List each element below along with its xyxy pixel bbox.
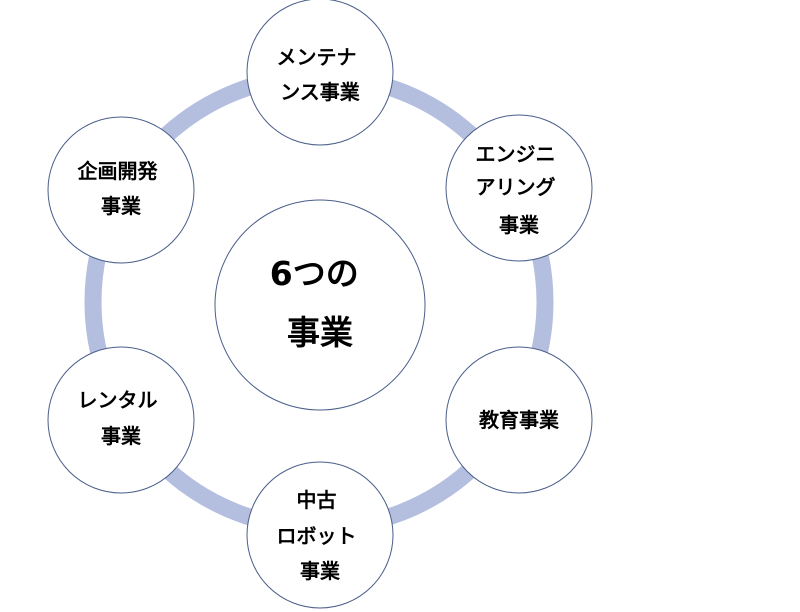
svg-text:中古 ロボット 事業: 中古 ロボット 事業 <box>277 488 364 583</box>
node-education-circle <box>445 346 593 494</box>
svg-text:メンテナ ンス事業: メンテナ ンス事業 <box>277 45 364 104</box>
center-circle <box>214 199 426 411</box>
center-node: 6つの 事業 <box>214 199 426 411</box>
svg-text:エンジニ アリング 事業: エンジニ アリング 事業 <box>476 142 563 237</box>
node-rental-line-2: 事業 <box>101 424 142 448</box>
node-engineering-line-2: アリング <box>476 175 556 199</box>
node-rental-line-1: レンタル <box>78 388 158 412</box>
node-maintenance: メンテナ ンス事業 <box>246 0 394 146</box>
node-planning-development-line-1: 企画開発 <box>77 159 159 183</box>
node-rental: レンタル 事業 <box>47 346 195 494</box>
node-engineering-line-3: 事業 <box>499 213 540 237</box>
svg-text:レンタル 事業: レンタル 事業 <box>78 388 165 448</box>
node-used-robots-circle <box>246 461 394 609</box>
node-rental-circle <box>47 346 195 494</box>
node-used-robots: 中古 ロボット 事業 <box>246 461 394 609</box>
node-used-robots-line-1: 中古 <box>297 488 337 512</box>
node-engineering-circle <box>445 114 593 262</box>
node-planning-development: 企画開発 事業 <box>47 116 195 264</box>
node-maintenance-line-2: ンス事業 <box>280 80 361 104</box>
node-maintenance-circle <box>246 0 394 146</box>
node-planning-development-line-2: 事業 <box>101 194 142 218</box>
node-used-robots-line-2: ロボット <box>277 524 357 548</box>
node-used-robots-line-3: 事業 <box>300 559 341 583</box>
center-label-line-1: 6つの <box>270 254 359 293</box>
center-label-line-2: 事業 <box>287 313 353 352</box>
node-engineering-line-1: エンジニ <box>476 142 556 166</box>
svg-text:企画開発 事業: 企画開発 事業 <box>77 159 165 218</box>
node-education: 教育事業 <box>445 346 593 494</box>
svg-text:教育事業: 教育事業 <box>479 408 560 432</box>
node-maintenance-line-1: メンテナ <box>277 45 357 69</box>
node-education-line-1: 教育事業 <box>479 408 560 432</box>
node-engineering: エンジニ アリング 事業 <box>445 114 593 262</box>
svg-text:6つの 事業: 6つの 事業 <box>270 254 370 352</box>
node-planning-development-circle <box>47 116 195 264</box>
